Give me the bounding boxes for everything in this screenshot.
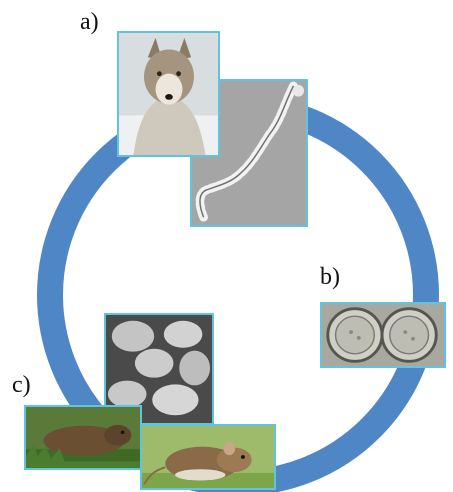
mouse-image [140, 424, 276, 490]
label-c: c) [12, 373, 31, 397]
label-a: a) [80, 10, 99, 34]
label-b: b) [320, 265, 340, 289]
wolf-image [117, 31, 220, 157]
groundhog-image [24, 405, 142, 470]
eggs-image [320, 302, 446, 368]
